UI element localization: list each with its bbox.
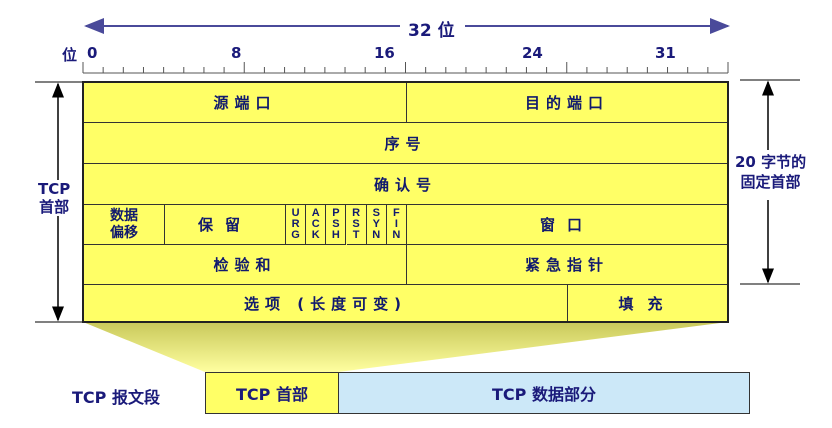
flag-psh-label: PSH [331, 207, 340, 241]
tcp-segment: TCP 首部 TCP 数据部分 [205, 372, 750, 414]
width-label: 32 位 [408, 21, 455, 41]
field-window: 窗口 [407, 205, 727, 245]
header-height-arrow [35, 81, 83, 323]
flag-syn: SYN [366, 205, 387, 245]
field-data-offset: 数据 偏移 [84, 205, 165, 245]
bit-tick-label: 0 [87, 44, 98, 62]
bit-tick-label: 16 [374, 44, 395, 62]
fixed-header-label: 20 字节的 固定首部 [735, 152, 807, 192]
bit-tick-label: 31 [655, 44, 676, 62]
segment-label: TCP 报文段 [72, 388, 160, 407]
bit-label: 位 [62, 46, 78, 64]
flag-syn-label: SYN [372, 207, 381, 241]
flag-psh: PSH [326, 205, 347, 245]
bit-tick-label: 8 [231, 44, 242, 62]
segment-funnel [83, 322, 728, 372]
field-sequence-number: 序号 [84, 123, 727, 164]
flag-rst: RST [346, 205, 367, 245]
flag-fin: FIN [386, 205, 407, 245]
field-urgent-pointer: 紧急指针 [407, 245, 727, 285]
field-options: 选项 (长度可变) [84, 285, 568, 321]
flag-ack-label: ACK [311, 207, 320, 241]
flag-urg: URG [286, 205, 307, 245]
flag-rst-label: RST [352, 207, 361, 241]
field-ack-number: 确认号 [84, 164, 727, 205]
field-dest-port: 目的端口 [407, 83, 727, 123]
flag-ack: ACK [306, 205, 327, 245]
tcp-header-table: 源端口 目的端口 序号 确认号 数据 偏移 保留 URG ACK PSH RST… [82, 81, 729, 323]
field-reserved: 保留 [165, 205, 286, 245]
flag-fin-label: FIN [392, 207, 401, 241]
bit-tick-label: 24 [522, 44, 543, 62]
fixed-header-arrow [740, 79, 800, 285]
flag-urg-label: URG [291, 207, 300, 241]
field-source-port: 源端口 [84, 83, 407, 123]
segment-data: TCP 数据部分 [338, 373, 749, 413]
tcp-header-label: TCP 首部 [38, 180, 71, 216]
bit-ruler [82, 62, 729, 74]
field-padding: 填充 [568, 285, 727, 321]
field-checksum: 检验和 [84, 245, 407, 285]
segment-header: TCP 首部 [206, 373, 338, 413]
